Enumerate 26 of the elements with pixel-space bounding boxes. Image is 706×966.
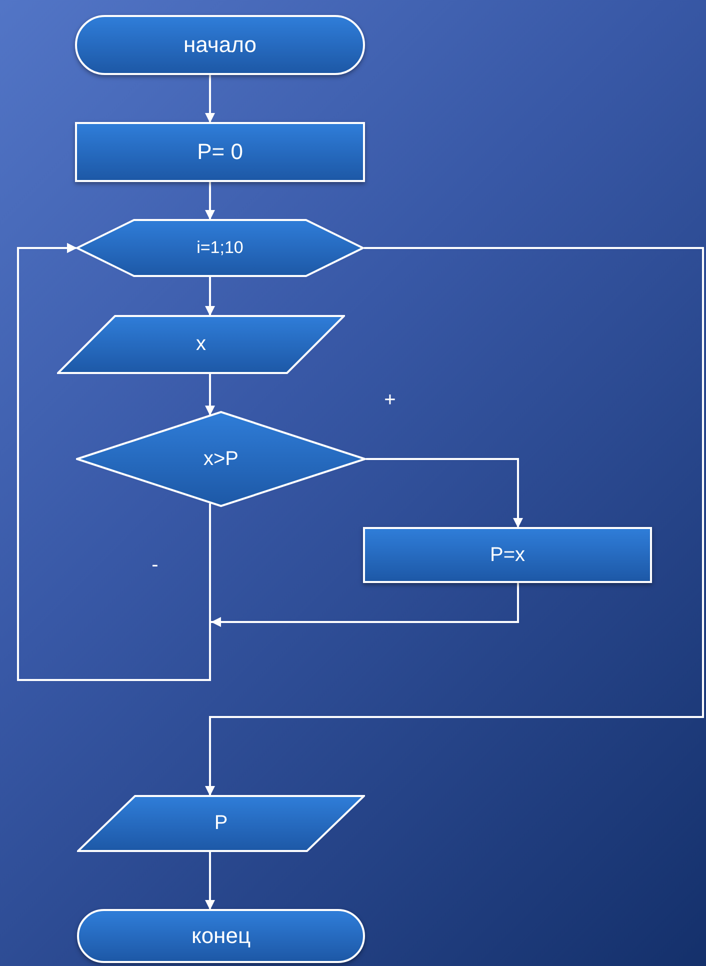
connector-arrow	[205, 852, 215, 910]
edge-label: +	[384, 390, 396, 410]
io-parallelogram	[77, 795, 365, 852]
edge-label: -	[152, 555, 158, 575]
decision-diamond	[76, 411, 366, 507]
connector-arrow	[205, 277, 215, 316]
step-label: начало	[184, 31, 256, 59]
step-label: i=1;10	[196, 237, 244, 259]
terminal-shape	[77, 909, 365, 963]
step-label: x	[196, 332, 206, 357]
terminal-shape	[75, 15, 365, 75]
connector-arrow	[205, 182, 215, 220]
connector-arrow	[17, 243, 519, 681]
process-box	[363, 527, 652, 583]
connector-arrow	[205, 75, 215, 123]
step-label: конец	[191, 922, 251, 950]
process-box	[75, 122, 365, 182]
connector-arrow	[205, 374, 215, 416]
step-label: P=x	[490, 542, 526, 568]
step-label: P	[214, 811, 228, 836]
step-label: P= 0	[197, 138, 243, 166]
step-label: x>P	[203, 446, 239, 472]
loop-hexagon	[76, 219, 364, 277]
connector-arrow	[205, 247, 704, 796]
io-parallelogram	[57, 315, 345, 374]
connector-arrow	[366, 458, 523, 528]
